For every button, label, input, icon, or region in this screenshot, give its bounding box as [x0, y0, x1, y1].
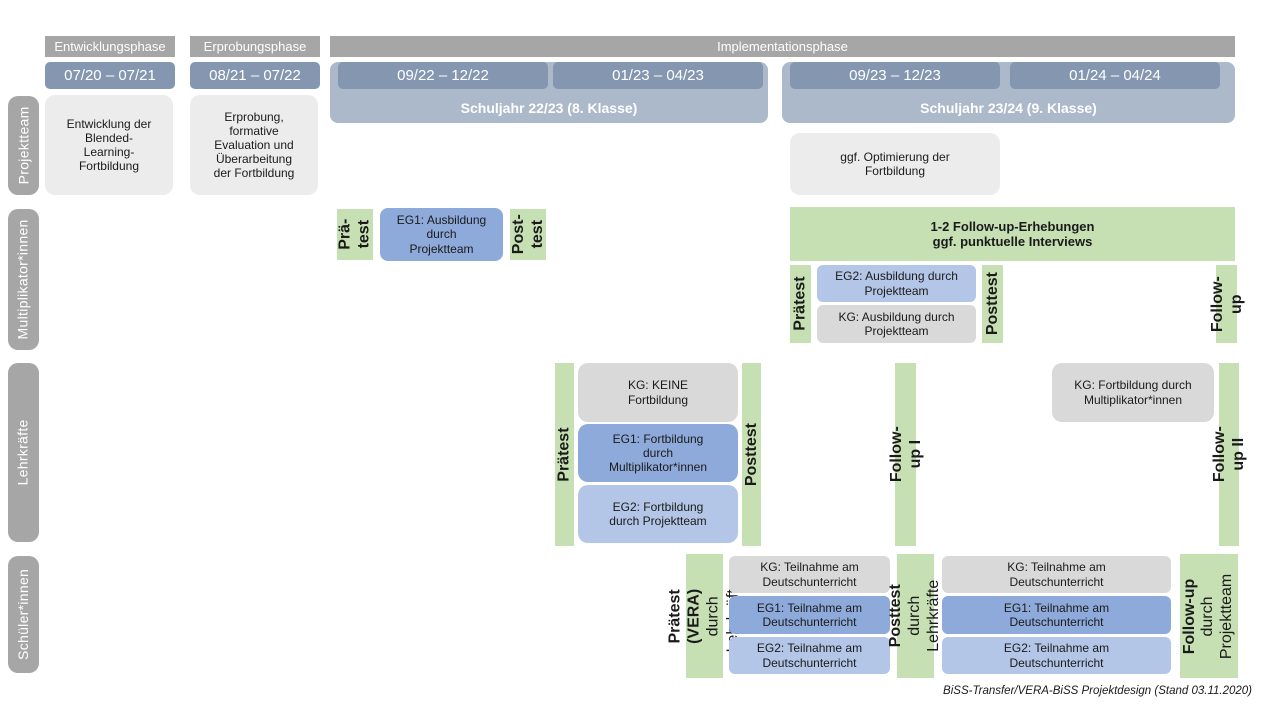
schueler-eg1b-box-text: EG1: Teilnahme am Deutschunterricht [1003, 600, 1110, 629]
mult-followup-box-text: 1-2 Follow-up-Erhebungen ggf. punktuelle… [930, 218, 1095, 249]
date-range-01-23: 01/23 – 04/23 [553, 62, 763, 89]
lehr-followup1-bar: Follow-up I [887, 363, 924, 546]
lehr-eg1-box-text: EG1: Fortbildung durch Multiplikator*inn… [608, 431, 708, 475]
erprobung-box: Erprobung, formative Evaluation und Über… [190, 95, 318, 195]
lehr-praetest-bar-text: Prätest [555, 427, 573, 482]
schueler-posttest-main: Posttest [887, 584, 905, 648]
schueler-eg1b-box: EG1: Teilnahme am Deutschunterricht [942, 596, 1171, 634]
lehr-kg2-box-text: KG: Fortbildung durch Multiplikator*inne… [1074, 378, 1192, 407]
lehr-followup2-bar-text: Follow-up II [1210, 426, 1248, 483]
mult-praetest2-bar-text: Prätest [791, 276, 809, 332]
diagram-caption: BiSS-Transfer/VERA-BiSS Projektdesign (S… [832, 685, 1252, 697]
phase-header-erprobung-label: Erprobungsphase [203, 39, 307, 54]
optimierung-box: ggf. Optimierung der Fortbildung [790, 133, 1000, 195]
lehr-kg-box: KG: KEINE Fortbildung [578, 363, 738, 422]
schueler-praetest-bar: Prätest (VERA)durch Lehrkräfte [667, 554, 742, 678]
mult-posttest2-bar: Posttest [982, 265, 1003, 343]
entwicklung-box: Entwicklung der Blended- Learning- Fortb… [45, 95, 173, 195]
mult-followup-bar-text: Follow-up [1208, 276, 1245, 332]
schueler-kg2-box-text: KG: Teilnahme am Deutschunterricht [1007, 560, 1106, 589]
schueler-eg2b-box-text: EG2: Teilnahme am Deutschunterricht [1003, 641, 1110, 670]
phase-header-implementation: Implementationsphase [330, 36, 1235, 57]
schueler-eg2-box-text: EG2: Teilnahme am Deutschunterricht [756, 641, 863, 670]
schueler-posttest-sub: durch Lehrkräfte [906, 579, 944, 653]
entwicklung-box-text: Entwicklung der Blended- Learning- Fortb… [66, 116, 152, 174]
row-label-multiplikatoren: Multiplikator*innen [8, 209, 39, 350]
diagram-caption-text: BiSS-Transfer/VERA-BiSS Projektdesign (S… [943, 685, 1252, 697]
date-range-08-21-label: 08/21 – 07/22 [209, 67, 301, 84]
schueler-eg2-box: EG2: Teilnahme am Deutschunterricht [729, 637, 890, 674]
row-label-schueler-text: Schüler*innen [15, 568, 32, 661]
mult-praetest2-bar: Prätest [790, 265, 811, 343]
date-range-01-24-label: 01/24 – 04/24 [1069, 67, 1161, 84]
mult-eg1-box: EG1: Ausbildung durch Projektteam [380, 208, 503, 261]
lehr-eg2-box: EG2: Fortbildung durch Projektteam [578, 485, 738, 543]
optimierung-box-text: ggf. Optimierung der Fortbildung [840, 149, 950, 178]
schueler-followup-main: Follow-up [1181, 578, 1199, 654]
schueler-eg1-box: EG1: Teilnahme am Deutschunterricht [729, 596, 890, 634]
date-range-07-20-label: 07/20 – 07/21 [64, 67, 156, 84]
row-label-lehrkraefte: Lehrkräfte [8, 363, 39, 542]
erprobung-box-text: Erprobung, formative Evaluation und Über… [213, 109, 295, 181]
date-range-08-21: 08/21 – 07/22 [190, 62, 320, 89]
lehr-eg1-box: EG1: Fortbildung durch Multiplikator*inn… [578, 424, 738, 482]
lehr-praetest-bar: Prätest [555, 363, 574, 546]
row-label-projektteam-text: Projektteam [15, 106, 32, 185]
mult-followup-bar: Follow-up [1208, 265, 1245, 343]
schueler-kg-box: KG: Teilnahme am Deutschunterricht [729, 556, 890, 593]
lehr-posttest-bar: Posttest [742, 363, 761, 546]
mult-praetest-bar-text: Prä- test [336, 218, 373, 251]
schueler-eg1-box-text: EG1: Teilnahme am Deutschunterricht [756, 600, 863, 629]
mult-followup-box: 1-2 Follow-up-Erhebungen ggf. punktuelle… [790, 207, 1235, 261]
date-range-01-23-label: 01/23 – 04/23 [612, 67, 704, 84]
schueler-followup-sub: durch Projektteam [1199, 573, 1236, 659]
date-range-07-20: 07/20 – 07/21 [45, 62, 175, 89]
phase-header-entwicklung: Entwicklungsphase [45, 36, 175, 57]
lehr-eg2-box-text: EG2: Fortbildung durch Projektteam [609, 499, 707, 528]
lehr-followup2-bar: Follow-up II [1211, 363, 1247, 546]
row-label-lehrkraefte-text: Lehrkräfte [15, 419, 32, 486]
date-range-01-24: 01/24 – 04/24 [1010, 62, 1220, 89]
mult-kg-box: KG: Ausbildung durch Projektteam [817, 305, 976, 343]
date-range-09-22: 09/22 – 12/22 [338, 62, 548, 89]
row-label-multiplikatoren-text: Multiplikator*innen [15, 219, 32, 340]
lehr-followup1-bar-text: Follow-up I [887, 426, 924, 483]
mult-posttest-bar: Post- test [510, 209, 546, 260]
mult-kg-box-text: KG: Ausbildung durch Projektteam [838, 309, 955, 338]
mult-eg1-box-text: EG1: Ausbildung durch Projektteam [396, 213, 487, 256]
schueler-kg2-box: KG: Teilnahme am Deutschunterricht [942, 556, 1171, 593]
lehr-kg2-box: KG: Fortbildung durch Multiplikator*inne… [1052, 363, 1214, 422]
phase-header-implementation-label: Implementationsphase [717, 39, 848, 54]
mult-posttest2-bar-text: Posttest [983, 272, 1001, 336]
mult-posttest-bar-text: Post- test [509, 214, 546, 255]
schueler-praetest-main: Prätest (VERA) [667, 588, 704, 644]
row-label-projektteam: Projektteam [8, 96, 39, 195]
school-year-label-23-24: Schuljahr 23/24 (9. Klasse) [920, 100, 1097, 116]
lehr-posttest-bar-text: Posttest [742, 422, 760, 487]
phase-header-entwicklung-label: Entwicklungsphase [54, 39, 166, 54]
mult-praetest-bar: Prä- test [337, 209, 373, 260]
mult-eg2-box-text: EG2: Ausbildung durch Projektteam [835, 269, 958, 298]
date-range-09-23: 09/23 – 12/23 [790, 62, 1000, 89]
lehr-kg-box-text: KG: KEINE Fortbildung [627, 378, 689, 407]
mult-eg2-box: EG2: Ausbildung durch Projektteam [817, 265, 976, 302]
phase-header-erprobung: Erprobungsphase [190, 36, 320, 57]
date-range-09-22-label: 09/22 – 12/22 [397, 67, 489, 84]
schueler-eg2b-box: EG2: Teilnahme am Deutschunterricht [942, 637, 1171, 674]
date-range-09-23-label: 09/23 – 12/23 [849, 67, 941, 84]
row-label-schueler: Schüler*innen [8, 556, 39, 673]
schueler-kg-box-text: KG: Teilnahme am Deutschunterricht [760, 560, 859, 589]
school-year-label-22-23: Schuljahr 22/23 (8. Klasse) [460, 100, 638, 116]
